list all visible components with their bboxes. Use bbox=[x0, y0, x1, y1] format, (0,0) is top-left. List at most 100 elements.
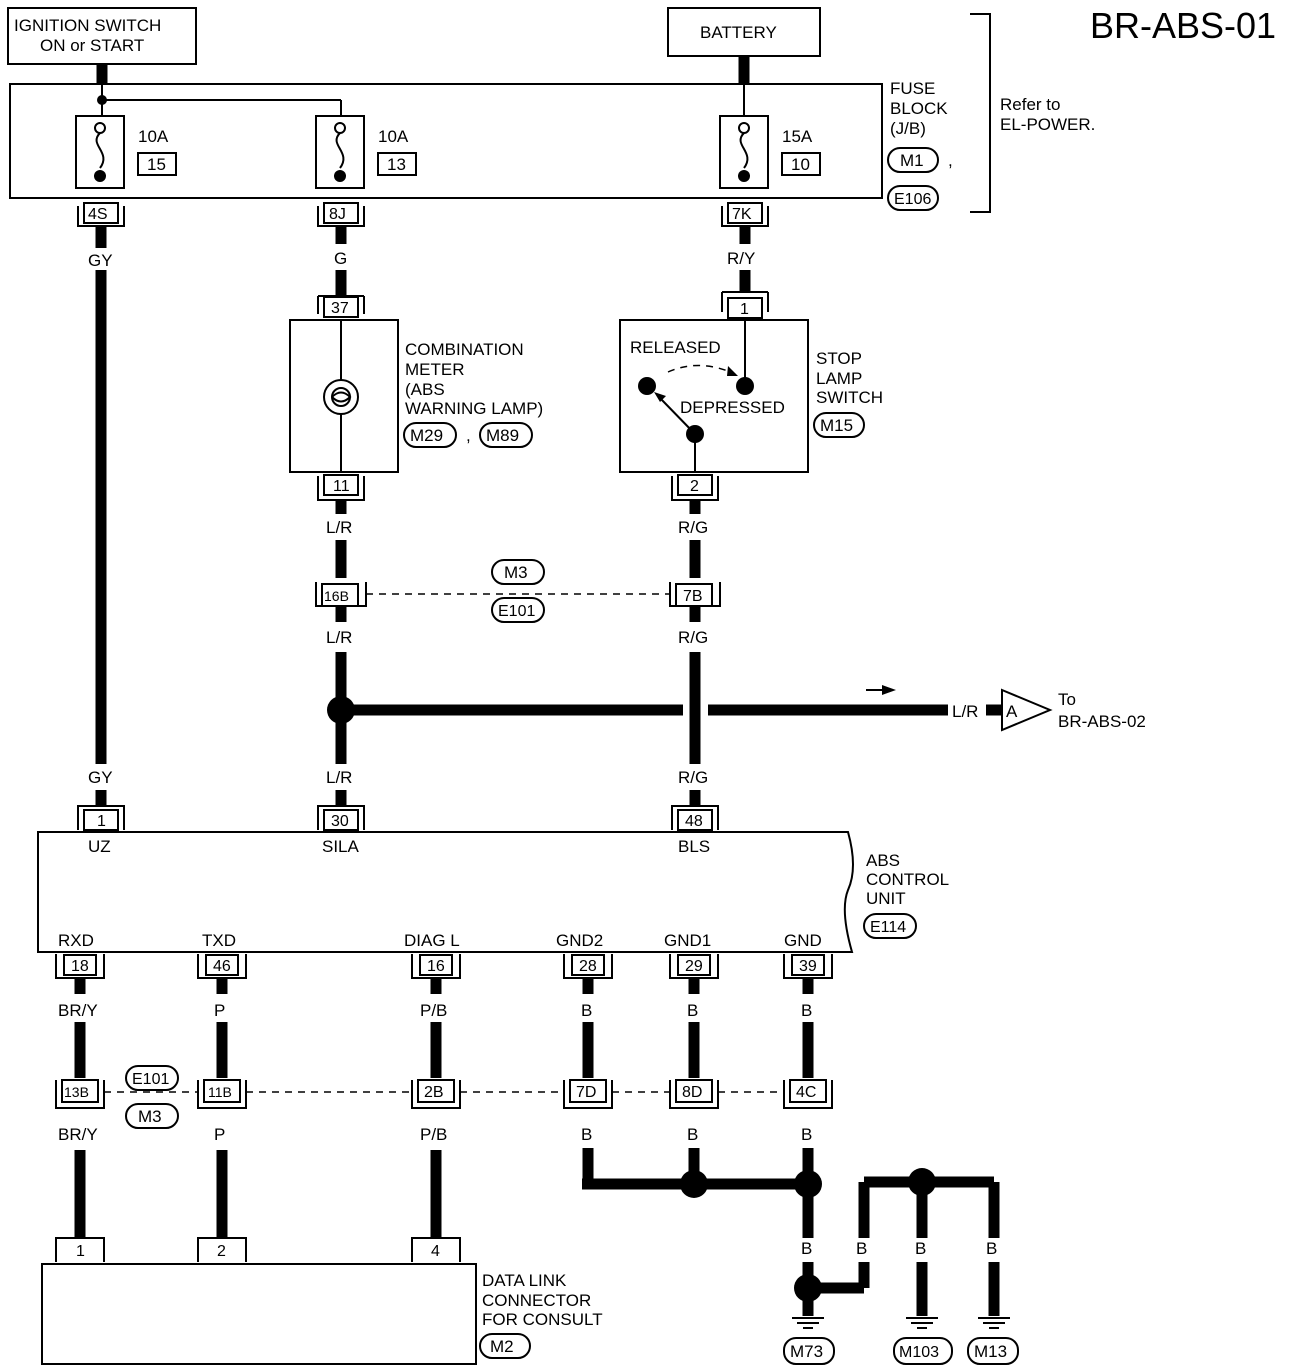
dlc-name-2: CONNECTOR bbox=[482, 1291, 591, 1310]
wire-gy-bottom: GY bbox=[88, 768, 113, 787]
wire-rg-2: R/G bbox=[678, 628, 708, 647]
low-joint-11b: 11B bbox=[208, 1084, 232, 1100]
wire-b-gnd2-2: B bbox=[581, 1125, 592, 1144]
wire-ry: R/Y bbox=[727, 249, 755, 268]
ground-icon bbox=[792, 1317, 824, 1329]
fuse-out-7k: 7K bbox=[721, 202, 769, 227]
wire-b-ground-4: B bbox=[986, 1239, 997, 1258]
wire-b-gnd2-1: B bbox=[581, 1001, 592, 1020]
fuse-15: 10A 15 bbox=[75, 115, 177, 189]
wire-bry-2: BR/Y bbox=[58, 1125, 98, 1144]
ground-m103: M103 bbox=[899, 1344, 939, 1361]
pin-7k: 7K bbox=[732, 206, 752, 223]
switch-name-1: STOP bbox=[816, 349, 862, 368]
wire-bry-1: BR/Y bbox=[58, 1001, 98, 1020]
joint-connector-m3-e101: 16B 7B M3 E101 bbox=[315, 559, 721, 623]
low-joint-4c: 4C bbox=[796, 1084, 816, 1101]
fuse-13: 10A 13 bbox=[315, 115, 417, 189]
wire-g: G bbox=[334, 249, 347, 268]
wire-lr-1: L/R bbox=[326, 518, 352, 537]
battery-label: BATTERY bbox=[700, 23, 777, 42]
switch-pin-1: 1 bbox=[740, 301, 749, 318]
fuse-block: 10A 15 10A 13 15A 10 FUSE BLOCK (J/B) bbox=[9, 79, 953, 211]
pin-8j: 8J bbox=[329, 206, 346, 223]
abs-name-1: ABS bbox=[866, 851, 900, 870]
abs-pin-18: 18 bbox=[71, 958, 89, 975]
fuse-block-sep: , bbox=[948, 151, 953, 170]
dlc-pin-4: 4 bbox=[431, 1243, 440, 1260]
abs-sig-diagl: DIAG L bbox=[404, 931, 460, 950]
wire-p-1: P bbox=[214, 1001, 225, 1020]
joint-connector-e101-m3: 13B 11B 2B 7D 8D 4C E101 M3 bbox=[55, 1065, 833, 1129]
wire-b-ground-2: B bbox=[856, 1239, 867, 1258]
meter-name-4: WARNING LAMP) bbox=[405, 399, 543, 418]
low-joint-8d: 8D bbox=[682, 1084, 702, 1101]
dlc-pin-1: 1 bbox=[76, 1243, 85, 1260]
ignition-switch-box: IGNITION SWITCH ON or START bbox=[7, 7, 197, 65]
fuse-block-name-3: (J/B) bbox=[890, 119, 926, 138]
wire-lr-2: L/R bbox=[326, 628, 352, 647]
joint-pin-16b: 16B bbox=[324, 588, 349, 604]
fuse-block-name-2: BLOCK bbox=[890, 99, 948, 118]
fuse-out-4s: 4S bbox=[77, 202, 125, 227]
wire-b-gnd1-2: B bbox=[687, 1125, 698, 1144]
abs-pin-28: 28 bbox=[579, 958, 597, 975]
abs-pin-46: 46 bbox=[213, 958, 231, 975]
fuse-15-amp: 10A bbox=[138, 127, 169, 146]
wire-b-ground-1: B bbox=[801, 1239, 812, 1258]
refer-label-1: Refer to bbox=[1000, 95, 1060, 114]
joint-pin-7b: 7B bbox=[683, 588, 703, 605]
low-joint-13b: 13B bbox=[64, 1084, 89, 1100]
wire-b-gnd1-1: B bbox=[687, 1001, 698, 1020]
stop-lamp-switch: 1 RELEASED DEPRESSED 2 STOP LAMP SWITCH … bbox=[619, 291, 883, 501]
abs-sig-bls: BLS bbox=[678, 837, 710, 856]
meter-name-2: METER bbox=[405, 360, 465, 379]
abs-bottom-pins: 18 46 16 28 29 39 bbox=[55, 954, 833, 979]
to-label-1: To bbox=[1058, 690, 1076, 709]
abs-sig-uz: UZ bbox=[88, 837, 111, 856]
abs-pin-29: 29 bbox=[685, 958, 703, 975]
abs-sig-gnd: GND bbox=[784, 931, 822, 950]
switch-released: RELEASED bbox=[630, 338, 721, 357]
fuse-13-num: 13 bbox=[387, 155, 406, 174]
fuse-10-num: 10 bbox=[791, 155, 810, 174]
meter-pin-11: 11 bbox=[333, 478, 350, 495]
switch-pin-2: 2 bbox=[690, 478, 699, 495]
low-joint-conn-e101: E101 bbox=[132, 1071, 169, 1088]
abs-pin-1: 1 bbox=[97, 813, 106, 830]
ground-m13: M13 bbox=[974, 1342, 1007, 1361]
diagram-id: BR-ABS-01 bbox=[1090, 5, 1276, 46]
battery-box: BATTERY bbox=[667, 7, 821, 57]
switch-depressed: DEPRESSED bbox=[680, 398, 785, 417]
abs-sig-sila: SILA bbox=[322, 837, 360, 856]
ignition-label-1: IGNITION SWITCH bbox=[14, 16, 161, 35]
fuse-13-amp: 10A bbox=[378, 127, 409, 146]
joint-conn-e101: E101 bbox=[498, 603, 535, 620]
abs-sig-gnd1: GND1 bbox=[664, 931, 711, 950]
dlc-name-1: DATA LINK bbox=[482, 1271, 567, 1290]
wire-pb-2: P/B bbox=[420, 1125, 447, 1144]
refer-label-2: EL-POWER. bbox=[1000, 115, 1095, 134]
abs-name-2: CONTROL bbox=[866, 870, 949, 889]
fuse-block-conn-m1: M1 bbox=[900, 151, 924, 170]
fuse-15-num: 15 bbox=[147, 155, 166, 174]
meter-sep: , bbox=[466, 426, 471, 445]
to-label-2: BR-ABS-02 bbox=[1058, 712, 1146, 731]
wire-p-2: P bbox=[214, 1125, 225, 1144]
fuse-block-conn-e106: E106 bbox=[894, 191, 931, 208]
low-joint-7d: 7D bbox=[576, 1084, 596, 1101]
meter-name-1: COMBINATION bbox=[405, 340, 524, 359]
switch-conn: M15 bbox=[820, 416, 853, 435]
meter-conn-m89: M89 bbox=[486, 426, 519, 445]
ground-m73: M73 bbox=[790, 1342, 823, 1361]
combination-meter: 37 11 COMBINATION METER (ABS WARNING LAM… bbox=[289, 295, 543, 501]
switch-name-3: SWITCH bbox=[816, 388, 883, 407]
wire-pb-1: P/B bbox=[420, 1001, 447, 1020]
abs-sig-gnd2: GND2 bbox=[556, 931, 603, 950]
abs-name-3: UNIT bbox=[866, 889, 906, 908]
data-link-connector: 1 2 4 DATA LINK CONNECTOR FOR CONSULT M2 bbox=[41, 1237, 603, 1365]
wire-rg-1: R/G bbox=[678, 518, 708, 537]
meter-conn-m29: M29 bbox=[410, 426, 443, 445]
switch-name-2: LAMP bbox=[816, 369, 862, 388]
abs-pin-16: 16 bbox=[427, 958, 445, 975]
